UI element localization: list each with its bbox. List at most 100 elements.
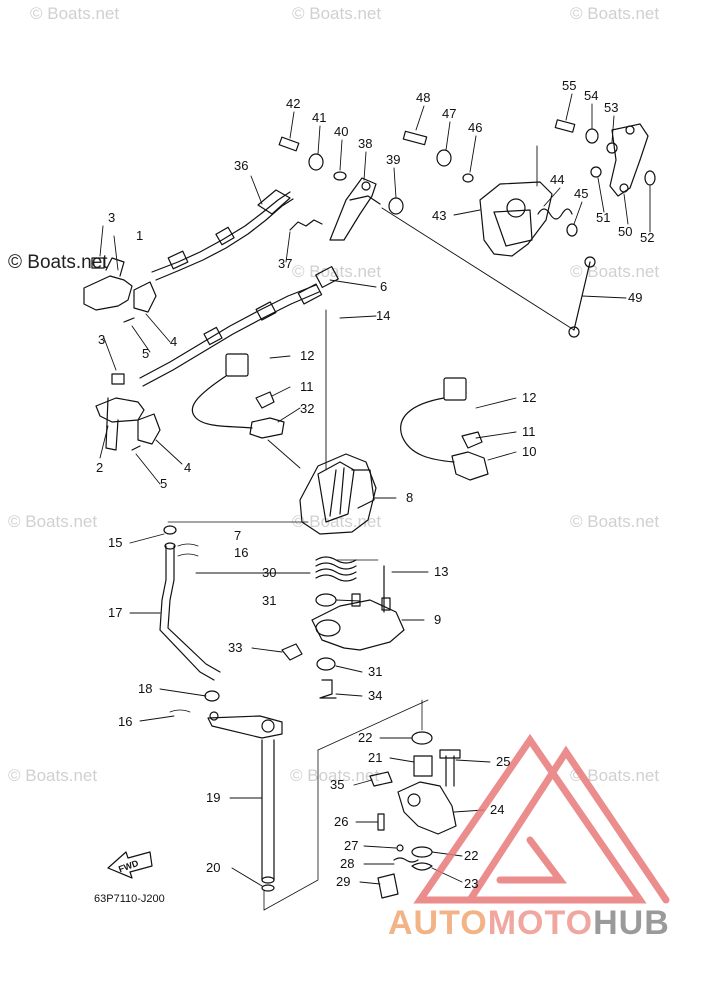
watermark: © Boats.net xyxy=(292,262,382,281)
callout-23: 23 xyxy=(464,876,478,891)
callout-14: 14 xyxy=(376,308,390,323)
link-rod xyxy=(568,256,596,338)
callout-12: 12 xyxy=(300,348,314,363)
bushing xyxy=(316,657,336,671)
cable-lower xyxy=(139,265,339,387)
brand-part-hub: HUB xyxy=(593,904,670,942)
callout-31: 31 xyxy=(368,664,382,679)
callout-10: 10 xyxy=(522,444,536,459)
callout-45: 45 xyxy=(574,186,588,201)
callout-16: 16 xyxy=(118,714,132,729)
callout-48: 48 xyxy=(416,90,430,105)
callout-39: 39 xyxy=(386,152,400,167)
callout-36: 36 xyxy=(234,158,248,173)
callout-19: 19 xyxy=(206,790,220,805)
callout-20: 20 xyxy=(206,860,220,875)
watermark: © Boats.net xyxy=(570,4,660,23)
callout-2: 2 xyxy=(96,460,103,475)
callout-24: 24 xyxy=(490,802,504,817)
callout-51: 51 xyxy=(596,210,610,225)
brand-wordmark: AUTOMOTOHUB xyxy=(388,904,670,943)
callout-55: 55 xyxy=(562,78,576,93)
neutral-switch-left xyxy=(191,353,285,439)
callout-43: 43 xyxy=(432,208,446,223)
watermark: © Boats.net xyxy=(570,766,660,785)
watermark: © Boats.net xyxy=(292,4,382,23)
callout-54: 54 xyxy=(584,88,598,103)
callout-7: 7 xyxy=(234,528,241,543)
callout-46: 46 xyxy=(468,120,482,135)
callout-labels: 3 1 4 5 3 2 4 5 6 14 12 11 32 12 11 10 8… xyxy=(96,78,654,891)
cable-upper xyxy=(151,189,294,281)
shift-lever-assembly xyxy=(278,136,404,241)
callout-9: 9 xyxy=(434,612,441,627)
callout-6: 6 xyxy=(380,279,387,294)
callout-17: 17 xyxy=(108,605,122,620)
shift-lever-bracket xyxy=(311,593,405,651)
callout-31: 31 xyxy=(262,593,276,608)
throttle-bracket-assembly xyxy=(402,119,656,257)
callout-3: 3 xyxy=(98,332,105,347)
callout-15: 15 xyxy=(108,535,122,550)
callout-11: 11 xyxy=(300,379,314,394)
fwd-direction-arrow xyxy=(107,851,153,879)
automotohub-logo xyxy=(413,733,670,904)
callout-21: 21 xyxy=(368,750,382,765)
callout-53: 53 xyxy=(604,100,618,115)
callout-32: 32 xyxy=(300,401,314,416)
washer xyxy=(163,525,177,535)
shift-arm xyxy=(207,711,283,739)
watermark-prominent: © Boats.net xyxy=(8,252,108,273)
callout-41: 41 xyxy=(312,110,326,125)
fwd-label: FWD xyxy=(117,858,140,875)
callout-49: 49 xyxy=(628,290,642,305)
callout-1: 1 xyxy=(136,228,143,243)
callout-5: 5 xyxy=(142,346,149,361)
bolt xyxy=(319,679,337,699)
bolt xyxy=(281,643,303,661)
callout-44: 44 xyxy=(550,172,564,187)
watermark: © Boats.net xyxy=(570,512,660,531)
nut xyxy=(204,690,220,702)
callout-3: 3 xyxy=(108,210,115,225)
shift-rod-upper xyxy=(159,542,221,681)
neutral-switch-right xyxy=(400,377,489,481)
brand-part-auto: AUTO xyxy=(388,904,488,942)
brand-part-moto: MOTO xyxy=(487,904,594,942)
callout-13: 13 xyxy=(434,564,448,579)
callout-35: 35 xyxy=(330,777,344,792)
callout-8: 8 xyxy=(406,490,413,505)
callout-38: 38 xyxy=(358,136,372,151)
callout-27: 27 xyxy=(344,838,358,853)
callout-50: 50 xyxy=(618,224,632,239)
callout-5: 5 xyxy=(160,476,167,491)
watermark: © Boats.net xyxy=(290,766,380,785)
callout-4: 4 xyxy=(184,460,191,475)
callout-40: 40 xyxy=(334,124,348,139)
callout-47: 47 xyxy=(442,106,456,121)
callout-42: 42 xyxy=(286,96,300,111)
diagram-code: 63P7110-J200 xyxy=(94,893,165,905)
callout-22: 22 xyxy=(464,848,478,863)
lower-shift-assembly xyxy=(369,731,461,899)
callout-12: 12 xyxy=(522,390,536,405)
watermark: © Boats.net xyxy=(30,4,120,23)
callout-28: 28 xyxy=(340,856,354,871)
callout-25: 25 xyxy=(496,754,510,769)
callout-22: 22 xyxy=(358,730,372,745)
callout-29: 29 xyxy=(336,874,350,889)
callout-16: 16 xyxy=(234,545,248,560)
shift-rod-lower xyxy=(261,739,275,892)
callout-34: 34 xyxy=(368,688,382,703)
cable-bracket-lower xyxy=(95,373,161,451)
callout-26: 26 xyxy=(334,814,348,829)
watermark: © Boats.net xyxy=(8,766,98,785)
callout-11: 11 xyxy=(522,424,536,439)
callout-4: 4 xyxy=(170,334,177,349)
leader-lines xyxy=(99,93,651,887)
callout-30: 30 xyxy=(262,565,276,580)
shift-spring xyxy=(315,556,357,582)
callout-33: 33 xyxy=(228,640,242,655)
